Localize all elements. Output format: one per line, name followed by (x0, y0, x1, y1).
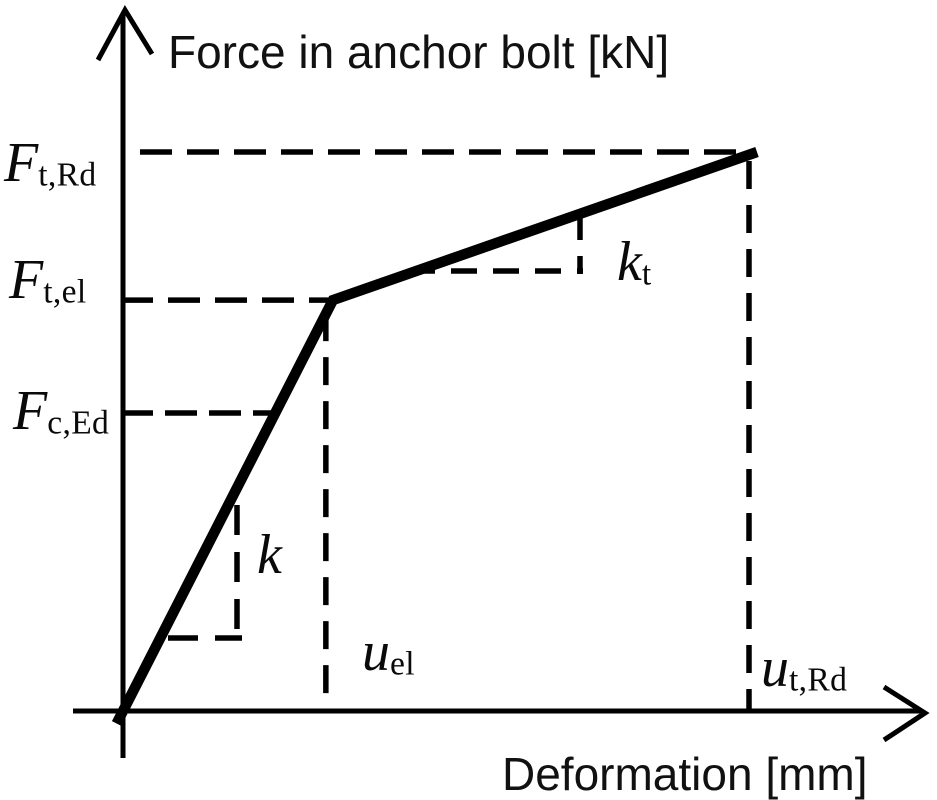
u-t-rd-symbol: u (761, 637, 789, 699)
f-c-ed-subscript: c,Ed (47, 404, 110, 442)
f-t-el-subscript: t,el (43, 273, 87, 311)
y-axis-arrowhead-icon (95, 4, 155, 62)
u-el-symbol: u (362, 621, 390, 683)
label-k: k (257, 527, 282, 584)
label-u-t-rd: ut,Rd (761, 640, 847, 697)
label-f-t-el: Ft,el (9, 252, 87, 309)
f-t-rd-symbol: F (4, 132, 39, 194)
k-symbol: k (257, 524, 282, 586)
u-el-subscript: el (390, 645, 415, 683)
f-c-ed-symbol: F (13, 380, 48, 442)
label-k-t: kt (617, 234, 652, 291)
x-axis-arrowhead-icon (882, 684, 930, 743)
label-f-t-rd: Ft,Rd (4, 135, 96, 192)
x-axis-title: Deformation [mm] (502, 748, 868, 800)
k-t-symbol: k (617, 231, 642, 293)
label-f-c-ed: Fc,Ed (13, 383, 109, 440)
f-t-el-symbol: F (9, 249, 44, 311)
label-u-el: uel (362, 624, 415, 681)
u-t-rd-subscript: t,Rd (789, 661, 848, 699)
f-t-rd-subscript: t,Rd (38, 156, 97, 194)
y-axis-title: Force in anchor bolt [kN] (168, 26, 670, 78)
k-t-subscript: t (641, 255, 652, 293)
force-deformation-curve (111, 147, 759, 726)
